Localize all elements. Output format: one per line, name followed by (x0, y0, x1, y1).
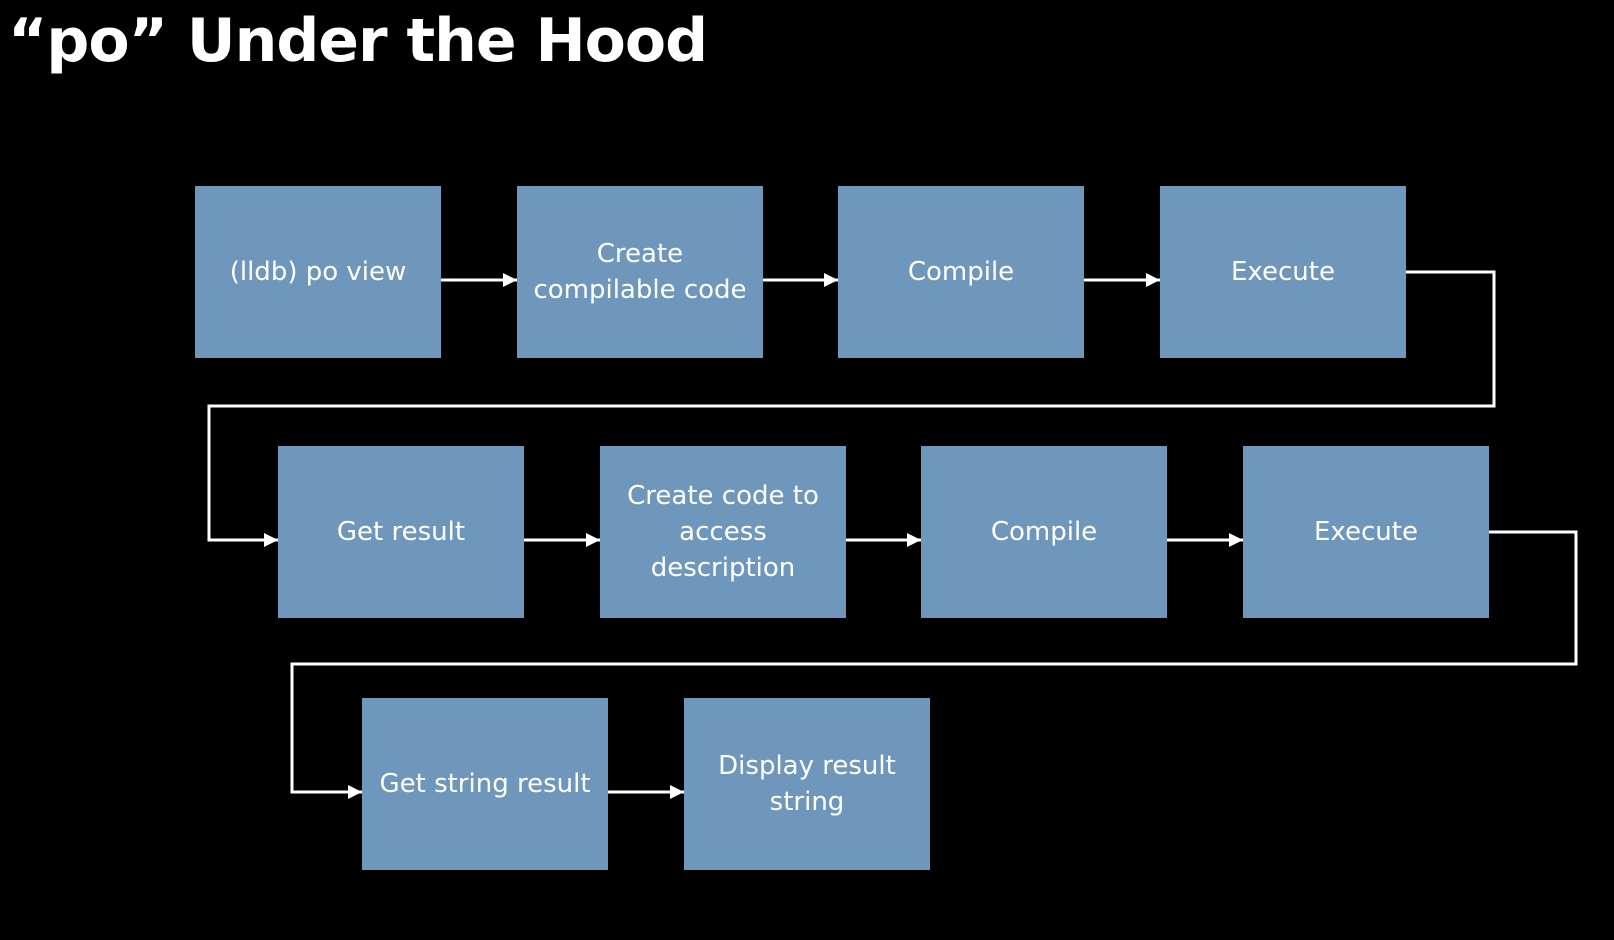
slide-title: “po” Under the Hood (8, 6, 708, 76)
flow-box-label: Compile (990, 517, 1098, 547)
flow-box-get-result: Get result (278, 446, 524, 618)
flow-box-get-string-result: Get string result (362, 698, 608, 870)
flow-box-label: Get string result (379, 769, 591, 799)
flow-box-compile-2: Compile (921, 446, 1167, 618)
flow-box-label: Execute (1231, 257, 1335, 287)
flow-box-compile-1: Compile (838, 186, 1084, 358)
arrow-execute-2-to-get-string-result (290, 530, 1578, 799)
edge-layer (207, 270, 1578, 799)
flow-box-execute-2: Execute (1243, 446, 1489, 618)
flow-box-label: (lldb) po view (229, 257, 407, 287)
arrow-execute-1-to-get-result (207, 270, 1496, 547)
flow-box-label: Compile (907, 257, 1015, 287)
flow-box-label: Get result (336, 517, 466, 547)
flow-box-lldb-po-view: (lldb) po view (195, 186, 441, 358)
flow-box-execute-1: Execute (1160, 186, 1406, 358)
flow-box-label: Execute (1314, 517, 1418, 547)
